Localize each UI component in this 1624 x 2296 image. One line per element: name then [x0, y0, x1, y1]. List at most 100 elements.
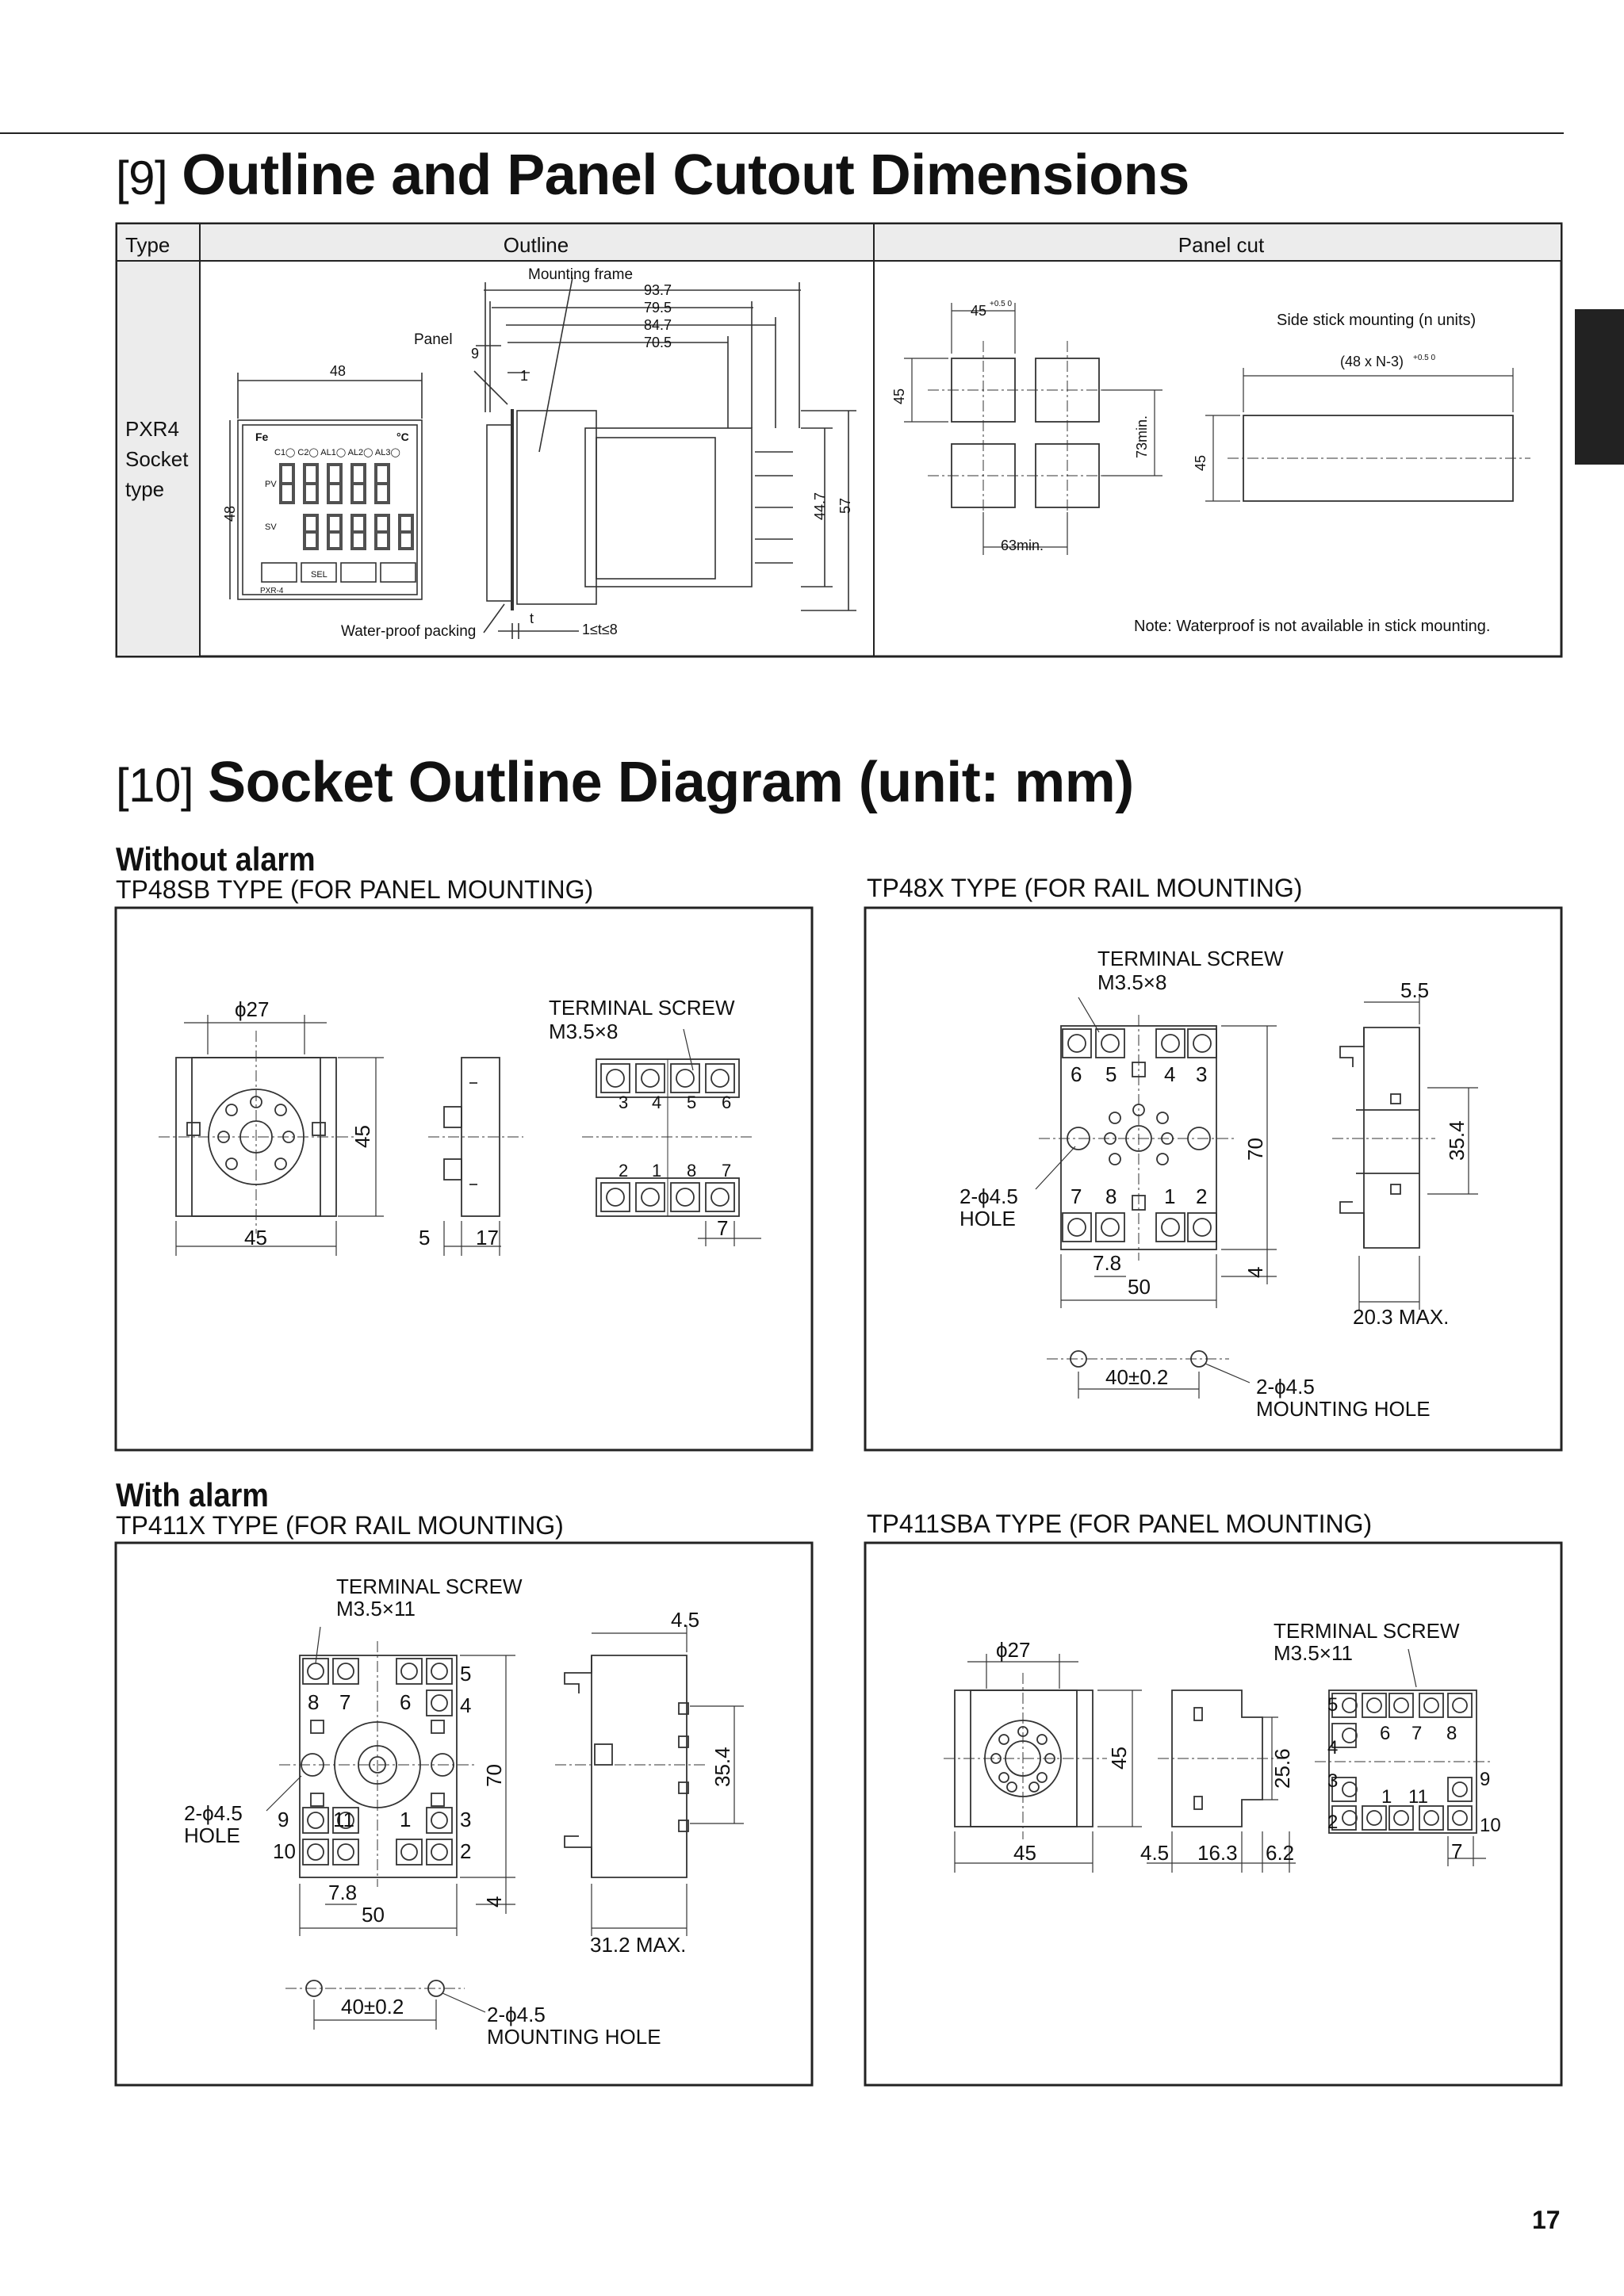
- tp411x-caption: TP411X TYPE (FOR RAIL MOUNTING): [116, 1511, 564, 1540]
- tp411x-frame: [114, 1541, 814, 2087]
- tp411sba-d45: 4.5: [1140, 1841, 1169, 1865]
- label-water-proof: Water-proof packing: [341, 623, 476, 640]
- tp411sba-drawing: [954, 1648, 1486, 1873]
- tp48x-d4: 4: [1243, 1267, 1267, 1278]
- tp411sba-n9: 9: [1480, 1769, 1490, 1790]
- tp48sb-ts2: M3.5×8: [549, 1020, 618, 1043]
- dim-9: 9: [471, 346, 479, 362]
- type-cell-line1: PXR4: [125, 417, 179, 441]
- label-panel: Panel: [414, 331, 453, 348]
- dim-79-5: 79.5: [644, 300, 672, 316]
- tp48sb-phi27: ϕ27: [235, 997, 269, 1021]
- section10-title: Socket Outline Diagram (unit: mm): [208, 751, 1134, 814]
- tp411x-n4: 4: [460, 1693, 471, 1717]
- section-tab-marker: [1575, 309, 1624, 465]
- tp48x-bot-2: 8: [1105, 1184, 1116, 1208]
- tp411sba-ts1: TERMINAL SCREW: [1274, 1619, 1460, 1643]
- dim-93-7: 93.7: [644, 282, 672, 298]
- tp411sba-n2: 2: [1327, 1812, 1338, 1833]
- label-mounting-frame: Mounting frame: [528, 266, 633, 283]
- tp48x-top-3: 4: [1164, 1062, 1175, 1086]
- tp48sb-ts1: TERMINAL SCREW: [549, 996, 735, 1020]
- tp411sba-d163: 16.3: [1197, 1841, 1238, 1865]
- tp411x-d70: 70: [482, 1764, 506, 1787]
- tp48x-top-4: 3: [1196, 1062, 1207, 1086]
- cut-dim-73: 73min.: [1134, 415, 1150, 458]
- tp411sba-n4: 4: [1327, 1737, 1338, 1758]
- tp411x-d4: 4: [482, 1896, 506, 1908]
- tp48x-d50: 50: [1128, 1275, 1151, 1299]
- tp48sb-bot-4: 7: [722, 1161, 731, 1181]
- tp48x-d40: 40±0.2: [1105, 1365, 1168, 1389]
- tp411x-ts1: TERMINAL SCREW: [336, 1575, 523, 1598]
- tp411sba-n3: 3: [1327, 1770, 1338, 1792]
- tp48x-hole1: 2-ϕ4.5: [959, 1184, 1018, 1208]
- tp411x-n3: 3: [460, 1808, 471, 1831]
- with-alarm-heading: With alarm: [116, 1476, 269, 1513]
- header-panel-cut: Panel cut: [1178, 233, 1265, 257]
- panel-cut-squares: [904, 303, 1514, 555]
- tp411x-mh1: 2-ϕ4.5: [487, 2003, 546, 2026]
- front-model: PXR-4: [260, 587, 284, 595]
- tp411sba-caption: TP411SBA TYPE (FOR PANEL MOUNTING): [867, 1510, 1373, 1538]
- tp411sba-frame: [864, 1541, 1563, 2087]
- tp48sb-drawing: [175, 1015, 761, 1256]
- tp411sba-n7: 7: [1411, 1723, 1422, 1744]
- dim-48-side: 48: [222, 506, 238, 522]
- tp48x-hole2: HOLE: [959, 1207, 1016, 1230]
- tp48sb-top-2: 4: [652, 1093, 661, 1112]
- tp411x-d45: 4.5: [671, 1608, 699, 1632]
- tp48x-drawing: [1035, 994, 1478, 1399]
- dim-48-top: 48: [330, 363, 346, 379]
- front-display: [279, 463, 414, 550]
- tp48sb-bot-2: 1: [652, 1161, 661, 1181]
- tp411sba-d62: 6.2: [1266, 1841, 1294, 1865]
- top-rule: [0, 132, 1564, 134]
- tp411sba-n6: 6: [1380, 1723, 1390, 1744]
- tp48sb-frame: [114, 906, 814, 1452]
- tp411x-mh2: MOUNTING HOLE: [487, 2025, 661, 2049]
- tp411x-d50: 50: [362, 1903, 385, 1927]
- tp48x-caption: TP48X TYPE (FOR RAIL MOUNTING): [867, 874, 1303, 902]
- tp411sba-d45h: 45: [1013, 1841, 1036, 1865]
- header-outline: Outline: [504, 233, 569, 257]
- tp48x-d203: 20.3 MAX.: [1353, 1305, 1449, 1329]
- tp411x-d40: 40±0.2: [341, 1995, 404, 2019]
- side-stick-formula: (48 x N-3): [1340, 354, 1404, 369]
- tp48x-ts1: TERMINAL SCREW: [1097, 947, 1284, 970]
- tp411x-n1: 1: [400, 1808, 411, 1831]
- tp48sb-d17: 17: [476, 1226, 499, 1249]
- tp411x-n6: 6: [400, 1690, 411, 1714]
- tp48x-d354: 35.4: [1445, 1120, 1469, 1161]
- tp411sba-d256: 25.6: [1270, 1748, 1294, 1789]
- tp48x-bot-4: 2: [1196, 1184, 1207, 1208]
- type-cell-line3: type: [125, 477, 164, 501]
- tp48sb-d45h: 45: [244, 1226, 267, 1249]
- dim-44-7: 44.7: [812, 492, 828, 520]
- front-pv: PV: [265, 480, 277, 489]
- side-view: [473, 277, 856, 639]
- page-number: 17: [1532, 2206, 1561, 2234]
- section9-table: [115, 222, 1563, 658]
- tp411x-n7: 7: [339, 1690, 350, 1714]
- panel-cut-note: Note: Waterproof is not available in sti…: [1134, 618, 1490, 635]
- tp48x-d78: 7.8: [1093, 1251, 1121, 1275]
- tp48x-frame: [864, 906, 1563, 1452]
- tp411x-ts2: M3.5×11: [336, 1597, 416, 1621]
- tp48sb-d45v: 45: [350, 1125, 374, 1148]
- side-stick-label: Side stick mounting (n units): [1277, 312, 1476, 329]
- dim-t: t: [530, 610, 534, 626]
- tp48sb-d7: 7: [717, 1216, 728, 1240]
- tp411sba-n1: 1: [1381, 1786, 1392, 1808]
- tp411x-d312: 31.2 MAX.: [590, 1933, 686, 1957]
- tp411x-n8: 8: [308, 1690, 319, 1714]
- tp48x-d55: 5.5: [1400, 978, 1429, 1002]
- tp411sba-n8: 8: [1446, 1723, 1457, 1744]
- section10-heading: [10]Socket Outline Diagram (unit: mm): [116, 750, 1134, 815]
- cut-tol-top: +0.5 0: [990, 300, 1013, 308]
- header-type: Type: [125, 233, 170, 257]
- cut-dim-63: 63min.: [1001, 538, 1044, 553]
- without-alarm-heading: Without alarm: [116, 840, 316, 878]
- tp411x-hole1: 2-ϕ4.5: [184, 1801, 243, 1825]
